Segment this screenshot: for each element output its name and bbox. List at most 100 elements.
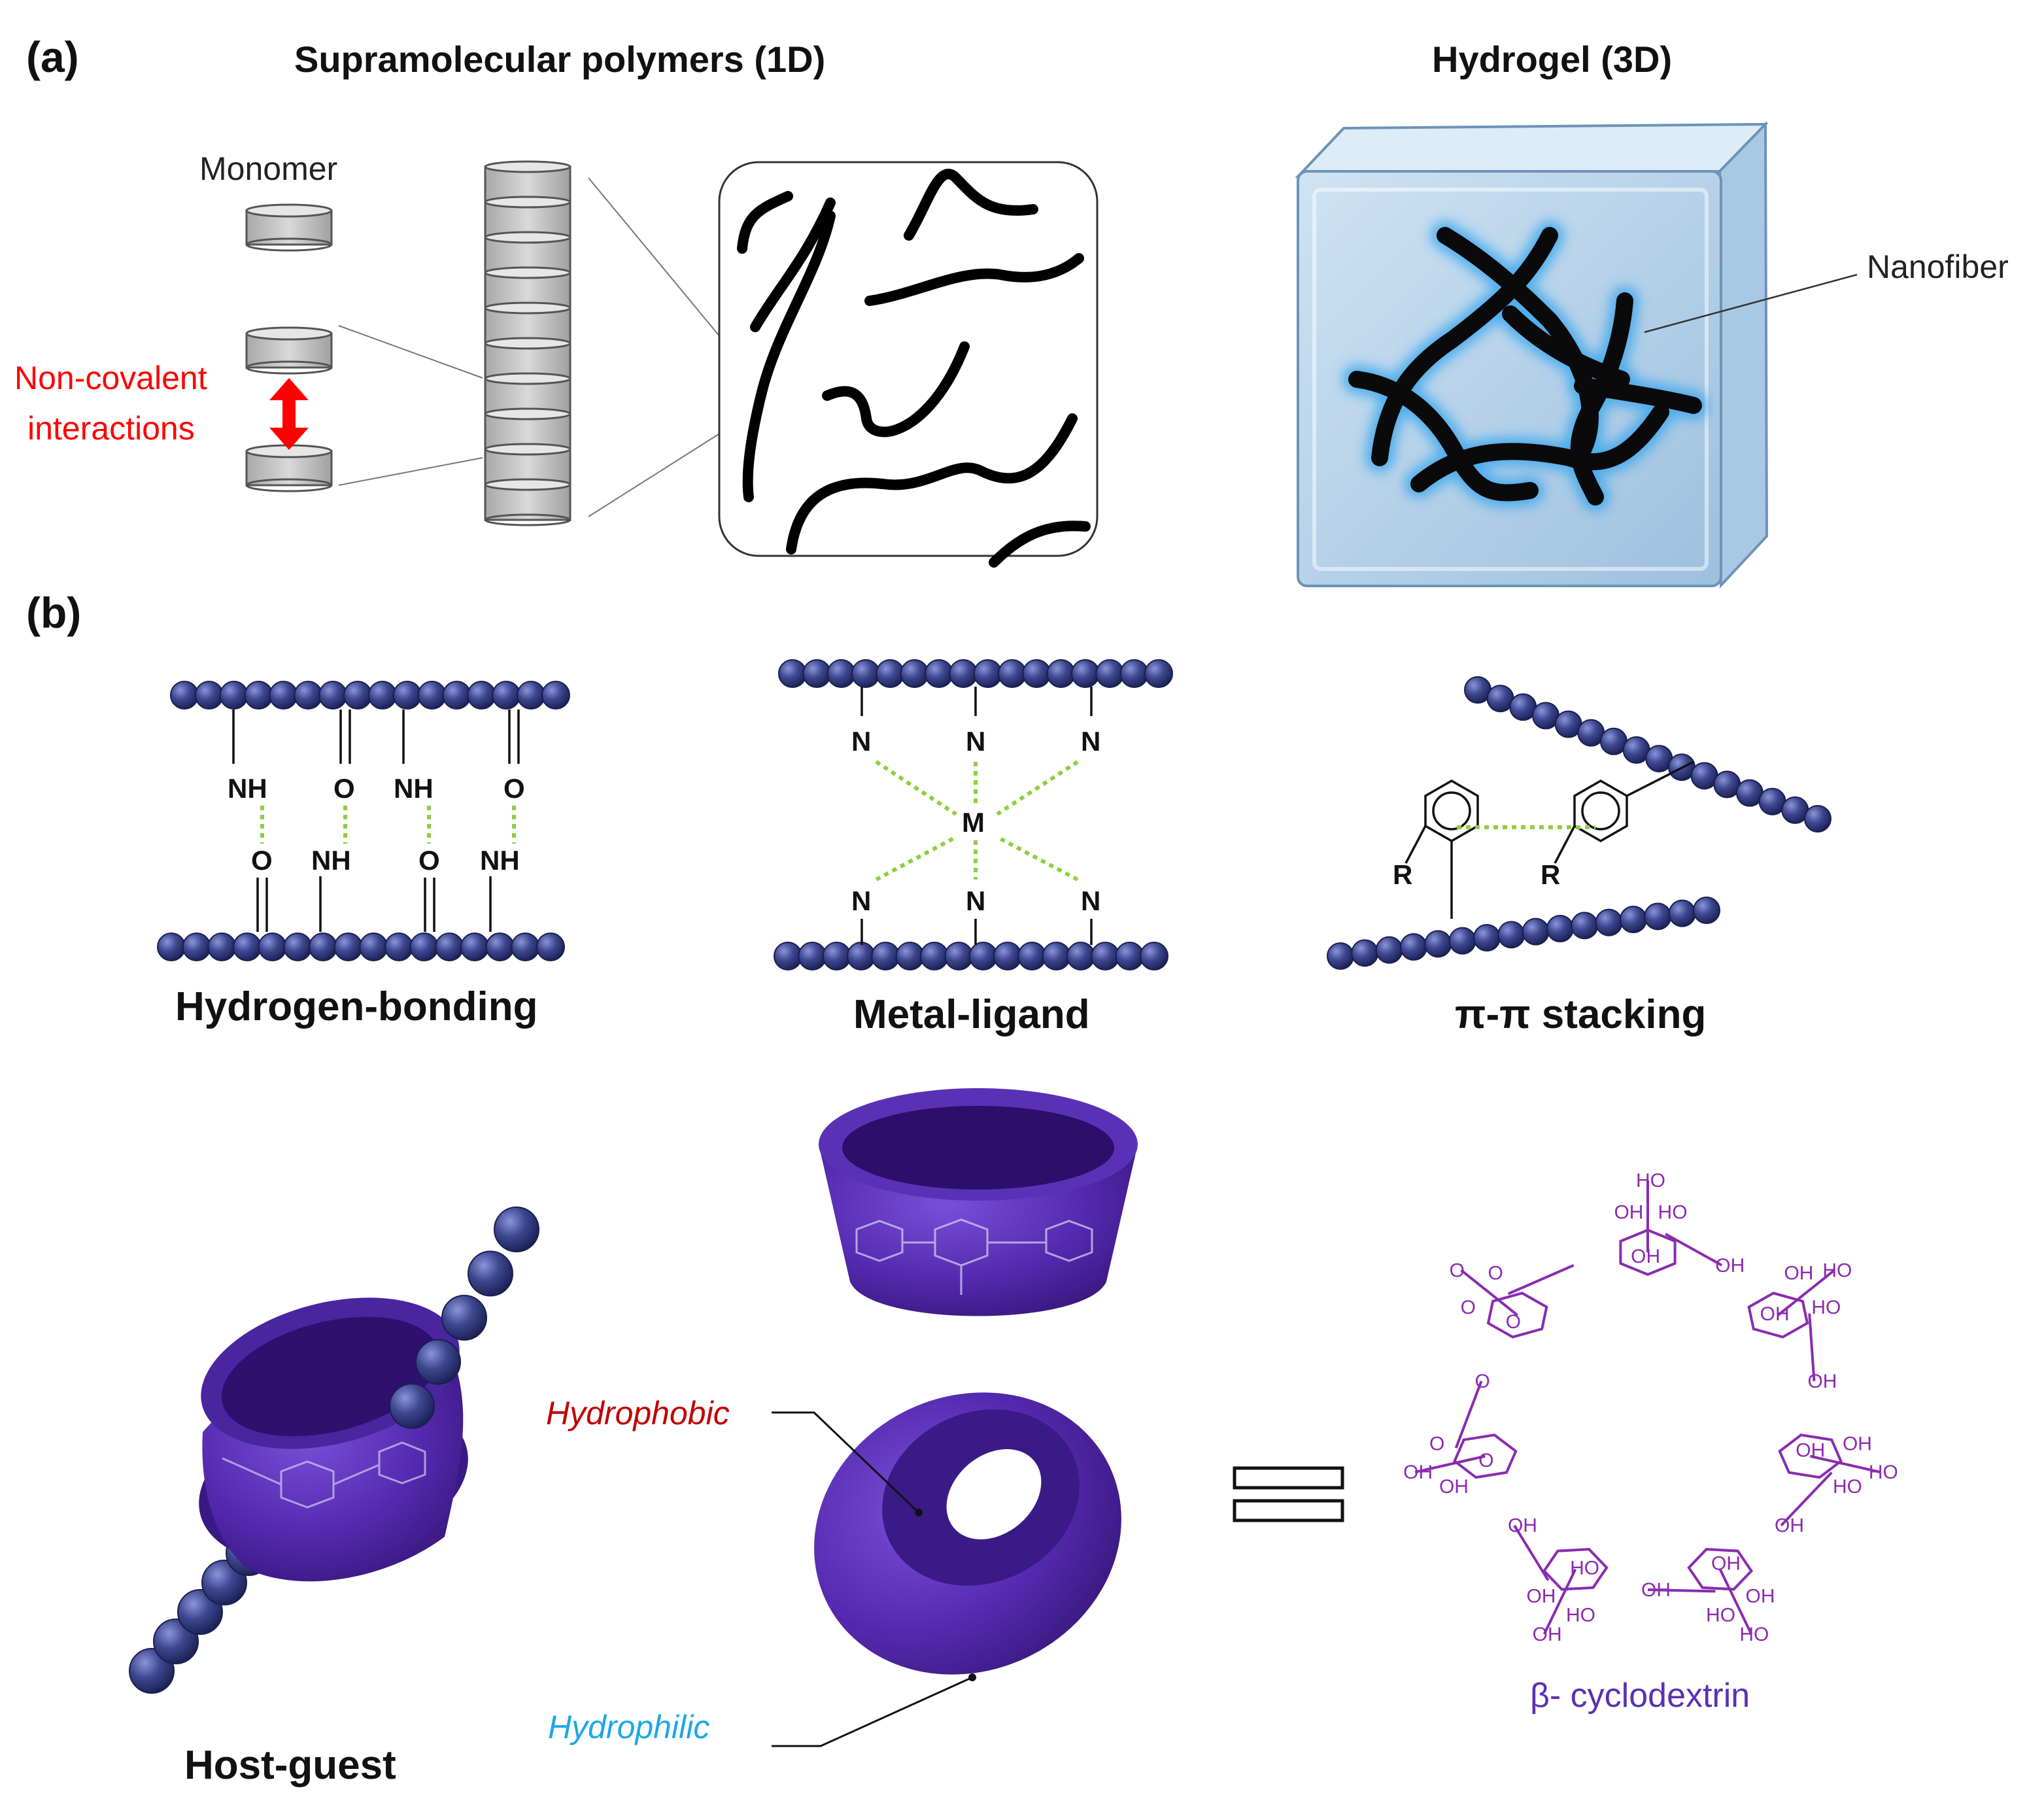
glucose-ring (1619, 1228, 1677, 1276)
beta-cyclodextrin-caption: β- cyclodextrin (1530, 1677, 1750, 1715)
cd-atom-label: OH (1641, 1579, 1671, 1601)
cd-atom-label: HO (1658, 1202, 1688, 1224)
cd-atom-label: OH (1533, 1624, 1562, 1645)
bead (343, 681, 373, 710)
bead (517, 681, 546, 710)
monomer-disc-lower (245, 444, 333, 492)
cd-atom-label: OH (1796, 1440, 1825, 1462)
bead (1119, 659, 1149, 688)
cd-atom-label: OH (1403, 1462, 1433, 1483)
bead (1144, 659, 1173, 688)
bead (359, 933, 388, 961)
bead (1668, 899, 1696, 927)
bead (1140, 942, 1168, 970)
zoom-line (338, 325, 483, 379)
cd-atom-label: HO (1636, 1170, 1665, 1191)
glucose-ring (1453, 1433, 1518, 1479)
bead (1693, 897, 1720, 924)
ligand-n: N (851, 885, 871, 916)
cd-atom-label: OH (1439, 1476, 1469, 1498)
title-hydrogel: Hydrogel (3D) (1432, 39, 1672, 80)
bead-chain (778, 659, 1173, 688)
glycosidic-bond (1665, 1233, 1723, 1267)
bead (1071, 659, 1100, 688)
stack-disc-top (484, 266, 571, 279)
stack-disc-top (484, 337, 571, 350)
monomer-disc-upper (245, 326, 333, 375)
cd-atom-label: HO (1566, 1605, 1595, 1626)
bead (1448, 927, 1476, 955)
bead (900, 659, 929, 688)
hydroxymethyl-bond (1810, 1454, 1881, 1474)
cd-atom-label: OH (1614, 1202, 1643, 1224)
pi-stacking-diagram: R R (1327, 676, 1831, 970)
cyclodextrin-cup (819, 1088, 1138, 1316)
bead (1497, 921, 1525, 949)
glucose-ring (1778, 1433, 1843, 1479)
ligand-n: N (1081, 726, 1100, 757)
bead (944, 942, 974, 970)
hydroxymethyl-bond (1542, 1568, 1577, 1635)
cd-atom-label: OH (1807, 1371, 1837, 1392)
bead (1066, 942, 1095, 970)
cd-atom-label: OH (1760, 1303, 1790, 1325)
hbond-group: O (503, 773, 525, 804)
stack-disc-top (484, 407, 571, 420)
bead (389, 1383, 435, 1429)
bead (207, 933, 237, 961)
stack-disc-bottom (484, 513, 571, 526)
bead (949, 659, 978, 688)
bead (895, 942, 925, 970)
hydroxymethyl-bond (1460, 1269, 1518, 1316)
hbond-diagram: NH O NH O O NH O NH (157, 681, 570, 961)
bead (511, 933, 540, 961)
hbond-caption: Hydrogen-bonding (175, 984, 537, 1029)
hydrophobic-leader-line (772, 1411, 920, 1514)
bead (182, 933, 211, 961)
cyclodextrin-torus (814, 1392, 1121, 1681)
bead (541, 681, 570, 710)
bead (244, 681, 273, 710)
equals-sign (1233, 1466, 1344, 1522)
bead (409, 933, 439, 961)
title-supramolecular-polymers: Supramolecular polymers (1D) (294, 39, 825, 80)
noncovalent-label-line1: Non-covalent (14, 360, 207, 396)
bead (1571, 912, 1599, 940)
metal-ligand-diagram: N N N M N N N (774, 659, 1173, 970)
cd-atom-label: OH (1526, 1586, 1556, 1607)
cd-atom-label: O (1488, 1262, 1503, 1284)
nanofiber-label: Nanofiber (1867, 248, 2009, 285)
bead (920, 942, 949, 970)
hydrophobic-label: Hydrophobic (546, 1395, 730, 1431)
double-arrow-icon (269, 378, 309, 450)
bead (1017, 942, 1047, 970)
cd-atom-label: HO (1869, 1462, 1898, 1483)
bead (233, 933, 262, 961)
bead (1546, 915, 1574, 942)
hbond-group: NH (228, 773, 267, 804)
stack-disc-top (484, 301, 571, 315)
glycosidic-bond (1513, 1524, 1550, 1581)
bead (1644, 902, 1672, 931)
glycosidic-bond (1507, 1264, 1575, 1295)
bead (802, 659, 832, 688)
bead (1804, 805, 1831, 832)
cd-atom-label: OH (1715, 1255, 1745, 1276)
bead (1042, 942, 1071, 970)
panel-b-label: (b) (26, 589, 81, 637)
bead (847, 942, 876, 970)
cd-atom-label: HO (1811, 1297, 1841, 1318)
bead (392, 681, 422, 710)
bead (485, 933, 515, 961)
bead (778, 659, 807, 688)
bead (1424, 930, 1452, 958)
stack-disc-top (484, 196, 571, 209)
bead (1473, 924, 1501, 951)
hbond-group: NH (480, 845, 520, 876)
bead (1400, 933, 1427, 961)
bead (333, 933, 363, 961)
bead-chain (170, 681, 570, 710)
bead (973, 659, 1002, 688)
hbond-group: NH (394, 773, 434, 804)
